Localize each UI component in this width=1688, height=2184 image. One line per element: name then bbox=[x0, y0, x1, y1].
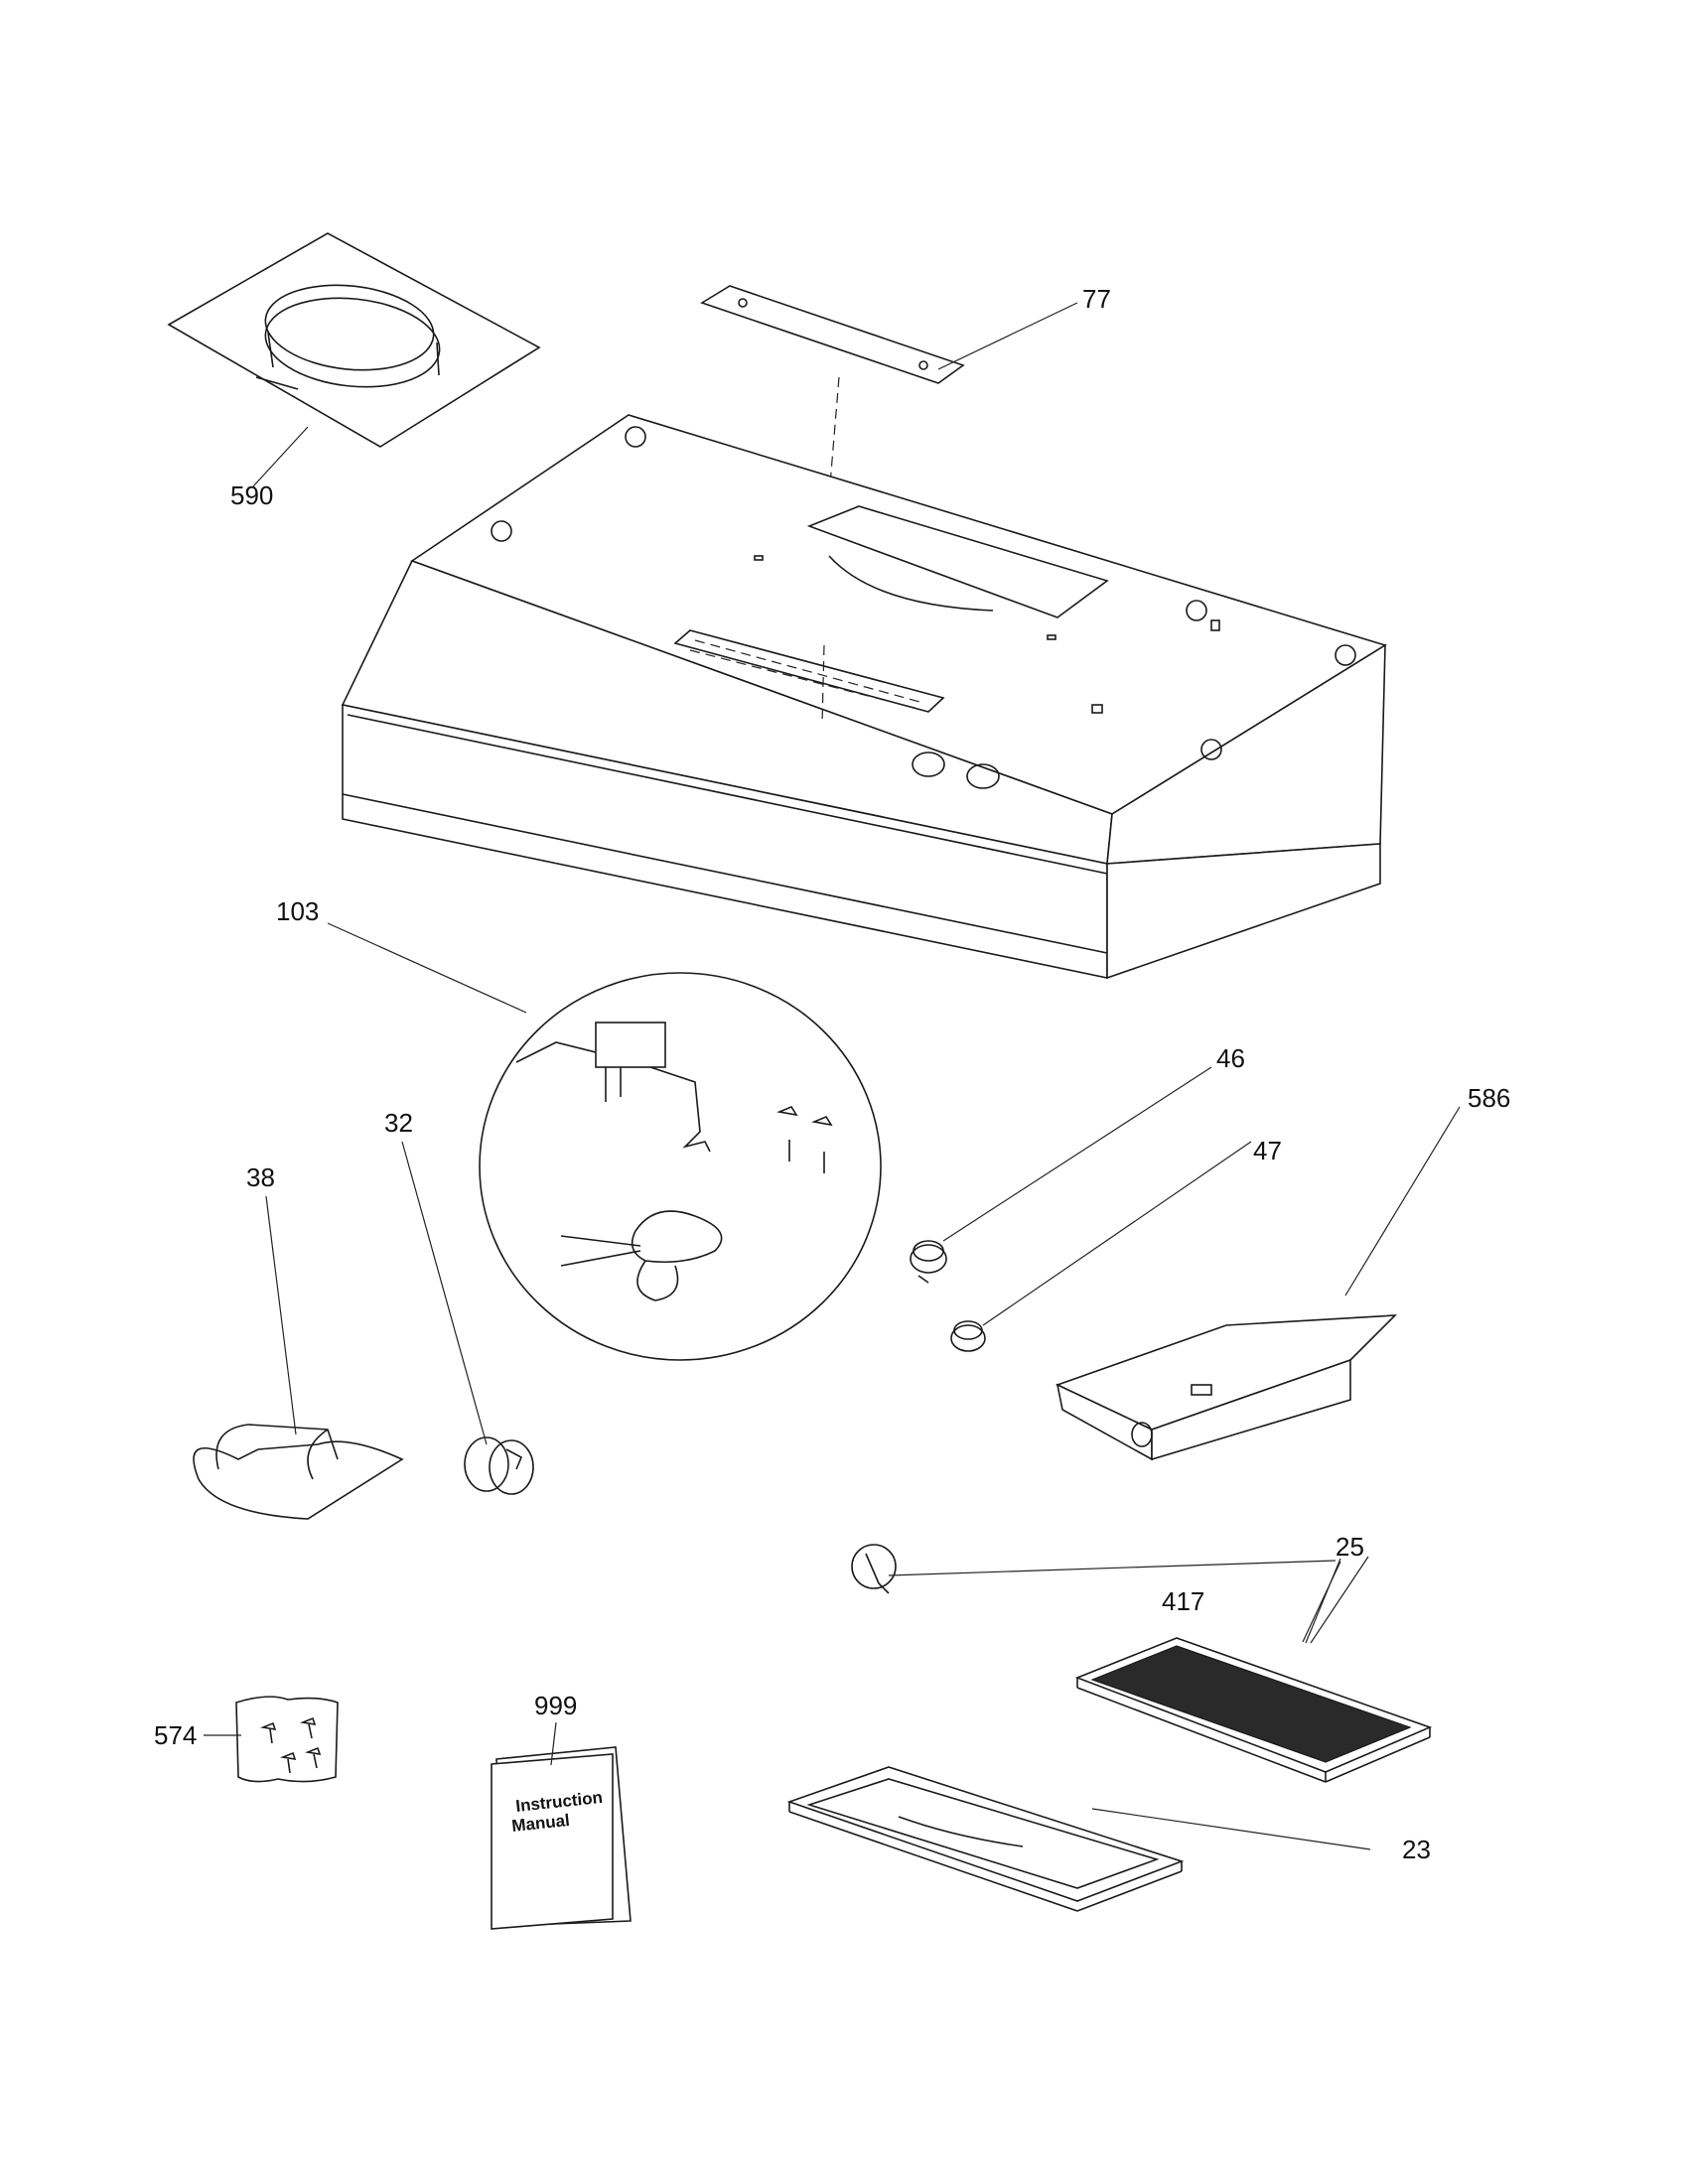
label-586: 586 bbox=[1468, 1083, 1510, 1113]
switch-part-32[interactable] bbox=[464, 1436, 534, 1495]
label-417: 417 bbox=[1162, 1586, 1204, 1616]
label-999: 999 bbox=[534, 1691, 577, 1720]
label-38: 38 bbox=[246, 1162, 275, 1192]
control-knob-47[interactable] bbox=[950, 1320, 986, 1352]
label-103: 103 bbox=[276, 896, 319, 926]
label-77: 77 bbox=[1082, 284, 1111, 314]
label-32: 32 bbox=[384, 1108, 413, 1138]
label-47: 47 bbox=[1253, 1136, 1282, 1165]
control-box[interactable] bbox=[1055, 1314, 1398, 1461]
grille-alignment-line bbox=[821, 644, 825, 726]
range-hood-body[interactable] bbox=[341, 414, 1387, 980]
mounting-bracket[interactable] bbox=[700, 285, 965, 384]
motor-blower-assembly[interactable] bbox=[479, 972, 882, 1361]
light-lens[interactable] bbox=[193, 1424, 404, 1520]
control-knob-46[interactable] bbox=[910, 1240, 947, 1284]
instruction-manual[interactable]: Instruction Manual bbox=[491, 1746, 632, 1930]
label-25: 25 bbox=[1336, 1532, 1364, 1562]
vent-holes bbox=[689, 639, 924, 710]
label-23: 23 bbox=[1402, 1835, 1431, 1864]
leader-lines bbox=[204, 302, 1461, 1850]
label-590: 590 bbox=[230, 480, 273, 510]
label-574: 574 bbox=[154, 1720, 197, 1750]
duct-collar-plate[interactable] bbox=[167, 232, 541, 448]
light-socket[interactable] bbox=[851, 1544, 897, 1594]
screw-pack[interactable] bbox=[235, 1696, 339, 1783]
lens-frame[interactable] bbox=[786, 1766, 1185, 1912]
grease-filter[interactable] bbox=[1074, 1637, 1433, 1783]
part-labels: 590 77 103 46 586 32 47 38 25 417 999 57… bbox=[154, 284, 1510, 1864]
label-46: 46 bbox=[1216, 1043, 1245, 1073]
